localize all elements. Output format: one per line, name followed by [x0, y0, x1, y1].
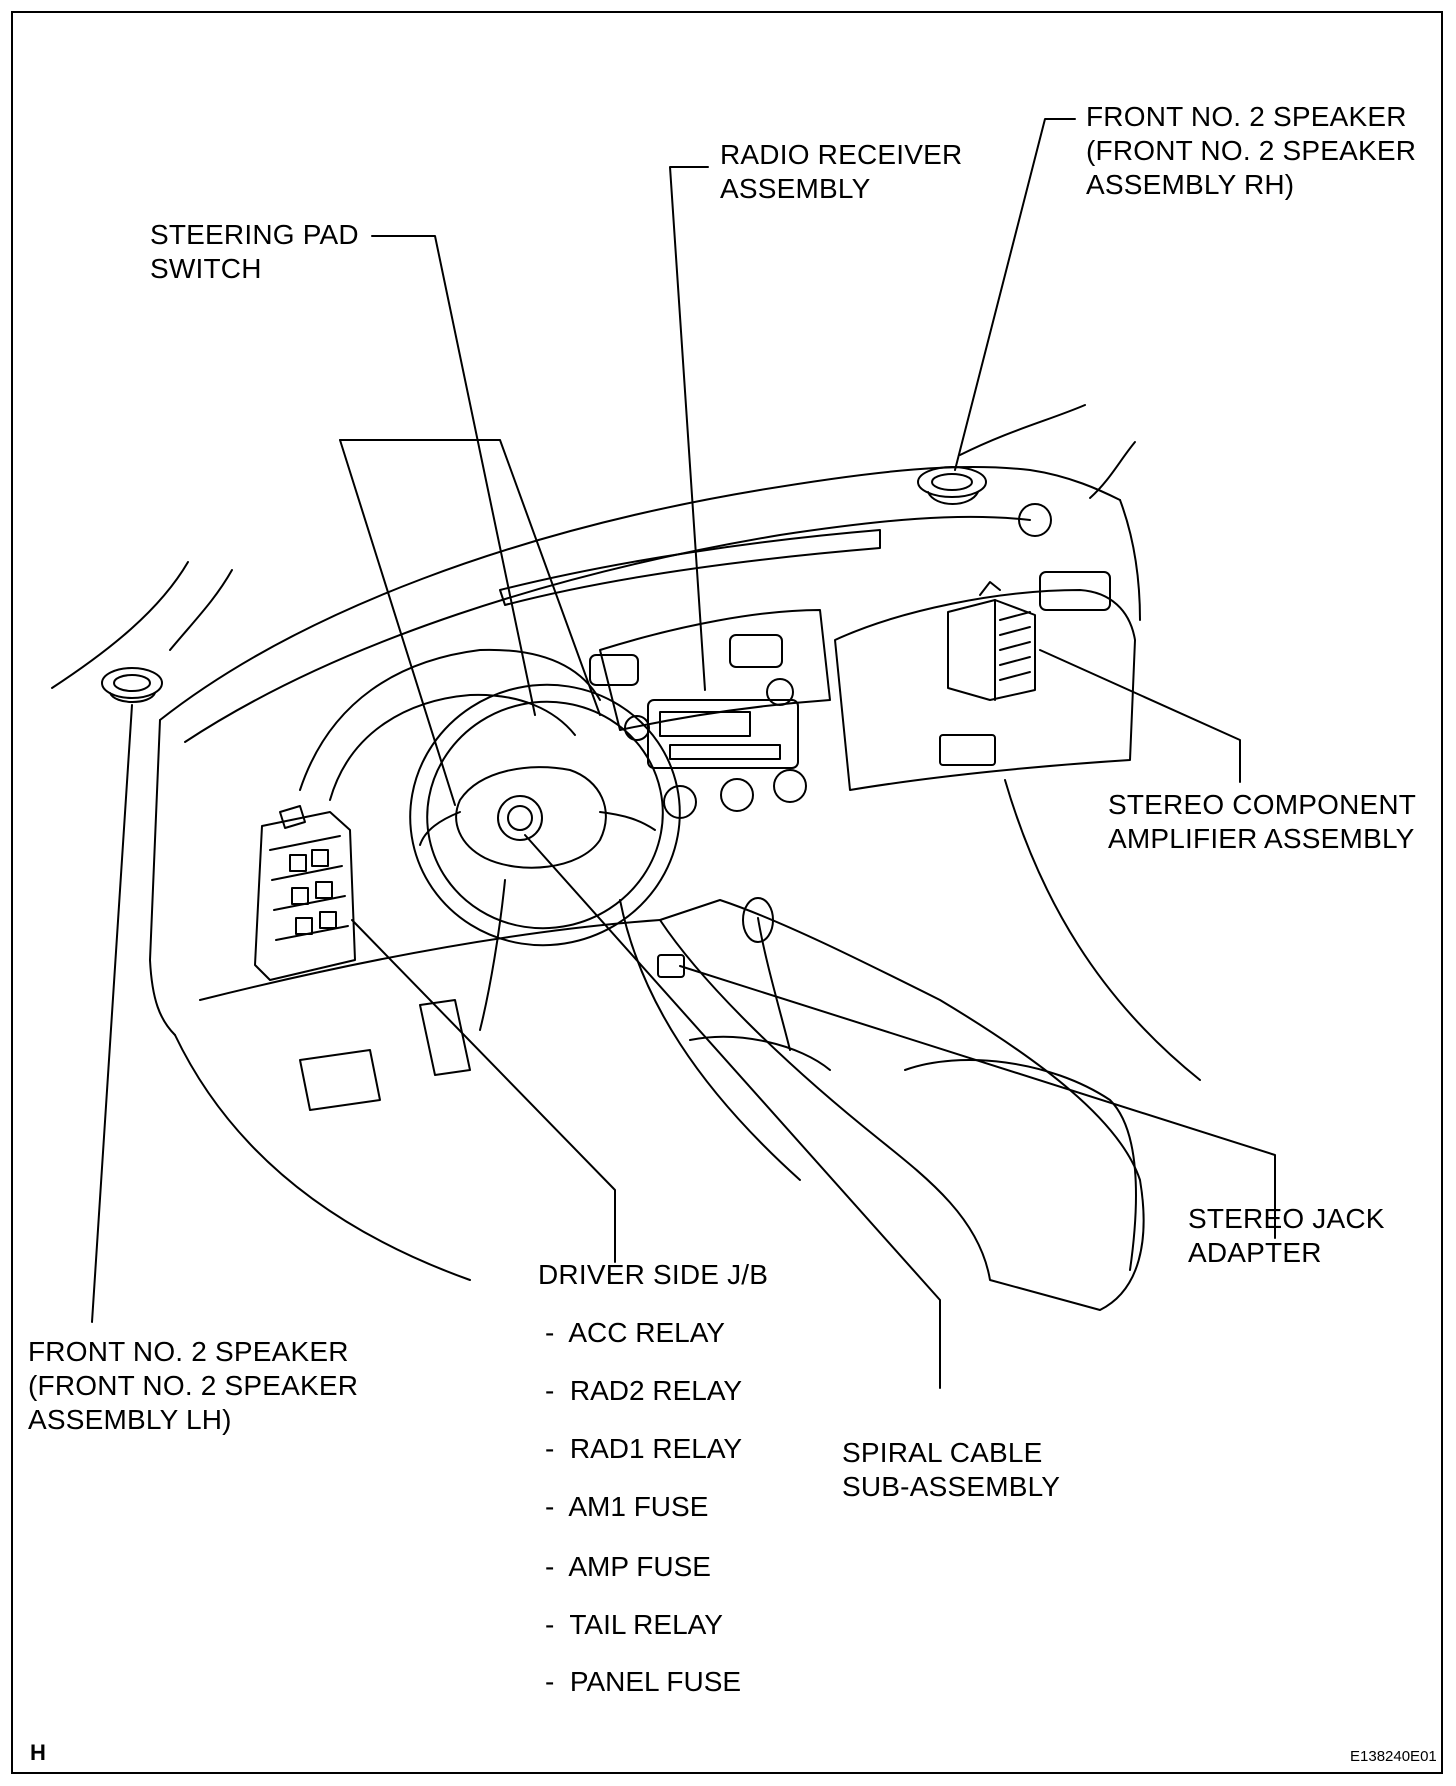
- spiral-cable-ring: [497, 795, 543, 841]
- right-vent: [1039, 571, 1111, 611]
- dashboard-top: [159, 465, 1121, 721]
- jb-item-rad1-relay: - RAD1 RELAY: [545, 1433, 743, 1464]
- leader-driver-jb: [351, 919, 616, 1263]
- pedal-accel: [419, 999, 471, 1076]
- glovebox-area: [834, 589, 1136, 791]
- jb-item-panel-fuse: - PANEL FUSE: [545, 1666, 742, 1697]
- glovebox-handle: [939, 734, 996, 766]
- jb-item-rad2-relay: - RAD2 RELAY: [545, 1375, 743, 1406]
- cupholder: [689, 1035, 831, 1071]
- label-front-speaker-lh: FRONT NO. 2 SPEAKER (FRONT NO. 2 SPEAKER…: [28, 1336, 359, 1435]
- leader-radio: [669, 166, 709, 691]
- center-vent-right: [729, 634, 783, 668]
- pedal-brake: [299, 1049, 381, 1111]
- label-radio-receiver: RADIO RECEIVER ASSEMBLY: [720, 139, 963, 204]
- label-driver-side-jb: DRIVER SIDE J/B: [538, 1259, 769, 1290]
- center-stack-top: [599, 609, 831, 731]
- leader-spiral-cable: [524, 834, 941, 1389]
- dash-edge-right: [1119, 499, 1141, 621]
- figure-code: E138240E01: [1350, 1748, 1437, 1765]
- steering-spoke-right: [599, 811, 656, 831]
- left-a-pillar-inner: [169, 569, 233, 651]
- leader-steering-pad-branch2: [339, 439, 456, 806]
- floor-left: [174, 1034, 471, 1281]
- leader-speaker-rh: [954, 118, 1076, 471]
- leader-steering-pad-branch: [339, 439, 601, 716]
- leader-steering-pad-h: [371, 235, 536, 716]
- steering-spoke-left: [419, 811, 461, 846]
- spiral-cable-ring-inner: [507, 805, 533, 831]
- right-a-pillar-inner: [1089, 441, 1136, 499]
- shift-knob: [742, 897, 774, 943]
- jb-item-tail-relay: - TAIL RELAY: [545, 1609, 723, 1640]
- steering-column: [479, 879, 506, 1031]
- shift-lever: [757, 917, 791, 1051]
- leader-stereo-jack: [679, 965, 1276, 1239]
- diagram-frame: [11, 11, 1443, 1774]
- radio-display: [659, 711, 751, 737]
- speaker-rh: [917, 466, 987, 505]
- cluster-hood: [299, 648, 601, 791]
- label-front-speaker-rh: FRONT NO. 2 SPEAKER (FRONT NO. 2 SPEAKER…: [1086, 101, 1417, 200]
- leader-lines: [91, 118, 1276, 1389]
- console-armrest: [904, 1059, 1137, 1271]
- climate-knob-2: [720, 778, 754, 812]
- leader-amplifier: [1039, 649, 1241, 783]
- steering-wheel-rim: [409, 683, 681, 947]
- radio-knob-right: [766, 678, 794, 706]
- steering-hub: [455, 766, 607, 869]
- right-dash-speaker-grille: [1018, 503, 1052, 537]
- jb-item-am1-fuse: - AM1 FUSE: [545, 1491, 709, 1522]
- dashboard-top-lower: [184, 515, 1031, 743]
- cluster-inner: [329, 693, 576, 801]
- left-a-pillar: [51, 561, 189, 689]
- lower-right-panel: [1004, 779, 1201, 1081]
- right-a-pillar: [959, 404, 1086, 456]
- dash-front: [149, 719, 176, 1036]
- radio-knob-left: [624, 715, 650, 741]
- leader-speaker-lh: [91, 704, 133, 1323]
- floor-front: [199, 919, 661, 1001]
- label-spiral-cable: SPIRAL CABLE SUB-ASSEMBLY: [842, 1437, 1061, 1502]
- steering-wheel-rim-inner: [426, 700, 664, 930]
- corner-letter: H: [30, 1740, 46, 1765]
- jb-item-amp-fuse: - AMP FUSE: [545, 1551, 711, 1582]
- speaker-lh: [101, 667, 163, 703]
- climate-knob-3: [773, 769, 807, 803]
- stereo-amplifier-box: [947, 581, 1036, 701]
- jb-item-acc-relay: - ACC RELAY: [545, 1317, 725, 1348]
- radio-buttons: [669, 744, 781, 760]
- floor-tunnel: [619, 899, 801, 1181]
- center-vent-left: [589, 654, 639, 686]
- driver-side-jb-box: [254, 805, 356, 981]
- stereo-jack: [657, 954, 685, 978]
- label-stereo-component-amplifier: STEREO COMPONENT AMPLIFIER ASSEMBLY: [1108, 789, 1417, 854]
- label-stereo-jack-adapter: STEREO JACK ADAPTER: [1188, 1203, 1385, 1268]
- label-steering-pad-switch: STEERING PAD SWITCH: [150, 219, 359, 284]
- defroster-vent: [499, 529, 881, 606]
- center-console: [659, 899, 1145, 1311]
